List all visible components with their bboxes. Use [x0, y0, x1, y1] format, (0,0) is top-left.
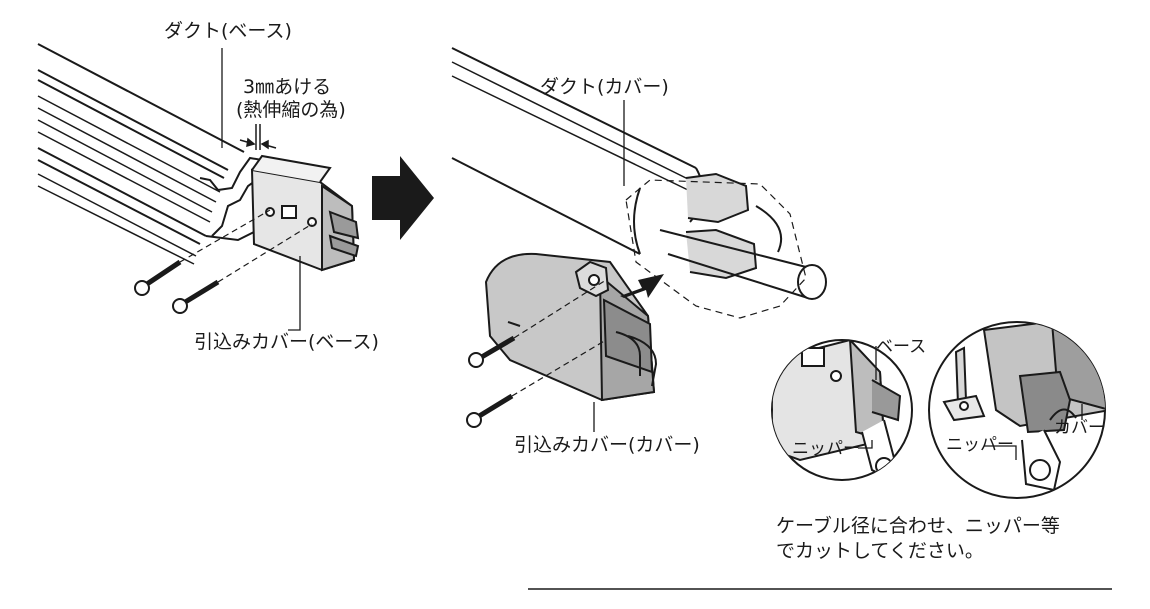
entry-cover-base-drawing	[250, 154, 360, 272]
label-detail-base: ベース	[876, 337, 927, 357]
duct-base-drawing	[37, 43, 263, 265]
duct-cover-drawing	[451, 47, 827, 319]
entry-cover-cover-drawing	[484, 252, 658, 402]
label-gap-line2: (熱伸縮の為)	[236, 99, 346, 121]
direction-arrow	[372, 156, 434, 240]
gap-indicator	[239, 124, 277, 150]
leaders-left	[221, 48, 301, 331]
label-entry-cover-base: 引込みカバー(ベース)	[194, 331, 379, 353]
label-detail-nipper-right: ニッパー	[946, 435, 1014, 455]
detail-base-cut	[771, 339, 913, 481]
note-line2: でカットしてください。	[776, 540, 984, 562]
label-entry-cover-cover: 引込みカバー(カバー)	[514, 434, 700, 456]
label-gap-line1: 3㎜あける	[243, 76, 332, 98]
label-detail-nipper-left: ニッパー	[792, 439, 860, 459]
screws-right	[466, 279, 607, 428]
leaders-right	[593, 100, 625, 432]
label-duct-cover: ダクト(カバー)	[540, 76, 669, 98]
note-line1: ケーブル径に合わせ、ニッパー等	[776, 515, 1060, 537]
detail-cover-cut	[928, 321, 1106, 499]
screws-left	[134, 209, 313, 314]
label-duct-base: ダクト(ベース)	[164, 20, 292, 42]
label-detail-cover: カバー	[1054, 418, 1105, 438]
insertion-arrow	[620, 274, 664, 298]
